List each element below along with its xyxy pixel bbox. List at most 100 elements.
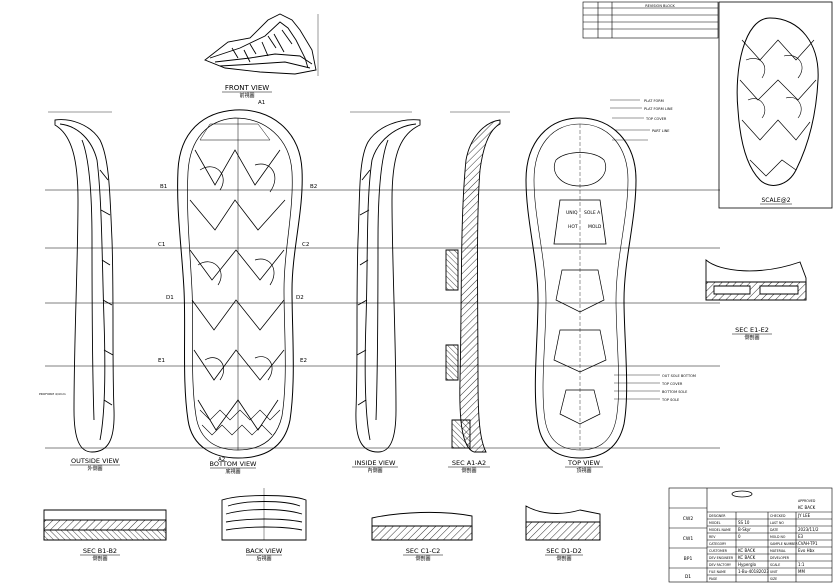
title-block-col1-values: SS 10 B-Skyr 0 KC BACK KC BACK Hyperglo … <box>738 520 769 574</box>
callout-1: PLAT FORM <box>644 99 664 103</box>
callout-4: PART LINE <box>652 129 670 133</box>
callout-7: BOTTOM SOLE <box>662 390 687 394</box>
section-mark-e1: E1 <box>158 358 165 364</box>
title-block-col2-labels: CHECKED LAST NO DATE MOLD NO SAMPLE NUMB… <box>770 514 798 574</box>
tb-value-material: Evo Hbx <box>798 548 815 553</box>
tb-value-file-name: 1-Bu-40182023 <box>738 569 769 574</box>
tb-label-mold-no: MOLD NO <box>770 535 786 539</box>
outside-view-note: PROFORM 4/4mm <box>39 392 66 396</box>
section-mark-b2: B2 <box>310 184 317 190</box>
tb-label-material: MATERIAL <box>770 549 786 553</box>
tb-value-mold-no: E3 <box>798 534 804 539</box>
callout-3: TOP COVER <box>645 117 667 121</box>
top-view-drawing <box>525 99 660 459</box>
title-block-revisions: CW2 CW1 BP1 D1 <box>683 516 694 580</box>
section-mark-d1: D1 <box>166 295 174 301</box>
tb-label-approved: APPROVED <box>798 499 816 503</box>
tb-label-designer: DESIGNER <box>709 514 726 518</box>
inside-view-title: INSIDE VIEW <box>355 459 396 467</box>
top-view-mold-d: MOLD <box>588 224 602 230</box>
title-block-col2-values: JY LEE 2023/11/2 E3 CVAH-TP1 Evo Hbx 1:1… <box>797 513 819 574</box>
tb-label-last-no: LAST NO <box>770 521 784 525</box>
tb-value-checked: JY LEE <box>797 513 811 518</box>
section-mark-a2: A2 <box>218 457 225 463</box>
rev-d1: D1 <box>685 574 691 580</box>
sec-e1e2-title-cn: 側剖圖 <box>744 334 759 341</box>
bottom-view-title-cn: 底視圖 <box>225 468 240 475</box>
section-mark-c2: C2 <box>302 242 309 248</box>
front-view-title: FRONT VIEW <box>225 84 269 92</box>
revision-table-header: REVISION BLOCK <box>645 4 675 8</box>
title-block <box>668 487 833 583</box>
tb-label-customer: CUSTOMER <box>709 549 728 553</box>
outside-view-drawing <box>48 111 115 453</box>
top-view-title: TOP VIEW <box>567 459 601 467</box>
sec-e1e2-title: SEC E1-E2 <box>735 326 769 334</box>
top-view-callouts: PLAT FORM PLAT FORM LINE TOP COVER PART … <box>644 99 696 402</box>
top-view-title-cn: 頂視圖 <box>576 467 591 474</box>
tb-value-sample-number: CVAH-TP1 <box>798 541 818 546</box>
tb-value-rev: 0 <box>738 534 741 539</box>
sec-e1e2-drawing <box>705 259 807 301</box>
callout-8: TOP SOLE <box>661 398 679 402</box>
sec-d1d2-title-cn: 側剖圖 <box>556 555 571 562</box>
revision-table: REVISION BLOCK <box>582 1 719 39</box>
tb-value-approved: KC BACK <box>798 505 816 510</box>
tb-label-checked: CHECKED <box>770 514 786 518</box>
back-view-drawing <box>221 488 307 541</box>
section-mark-d2: D2 <box>296 295 304 301</box>
back-view-title: BACK VIEW <box>246 547 283 555</box>
sec-b1b2-title: SEC B1-B2 <box>83 547 117 555</box>
sec-b1b2-title-cn: 側剖圖 <box>92 555 107 562</box>
back-view-title-cn: 后視圖 <box>256 555 271 562</box>
tb-label-rev: REV <box>709 535 716 539</box>
section-mark-e2: E2 <box>300 358 307 364</box>
tb-label-sample-number: SAMPLE NUMBER <box>770 542 798 546</box>
sec-c1c2-drawing <box>371 511 473 541</box>
front-view-drawing <box>204 13 319 76</box>
sec-d1d2-drawing <box>525 505 601 541</box>
tb-label-dev-factory: DEV FACTORY <box>709 563 731 567</box>
tb-label-date: DATE <box>770 528 778 532</box>
rev-cw2: CW2 <box>683 516 694 522</box>
sec-a1a2-drawing <box>445 111 510 453</box>
tb-value-customer: KC BACK <box>738 548 756 553</box>
front-view-title-cn: 前視圖 <box>239 92 254 99</box>
tb-label-model: MODEL <box>709 521 721 525</box>
callout-6: TOP COVER <box>661 382 683 386</box>
inside-view-title-cn: 內側圖 <box>367 467 382 474</box>
sec-b1b2-drawing <box>43 509 167 541</box>
outside-view-title: OUTSIDE VIEW <box>71 457 120 465</box>
tb-value-model-name: B-Skyr <box>738 527 751 532</box>
sec-c1c2-title: SEC C1-C2 <box>406 547 441 555</box>
section-mark-b1: B1 <box>160 184 167 190</box>
top-view-mold-a: UNIQ <box>566 210 578 216</box>
sec-d1d2-title: SEC D1-D2 <box>546 547 581 555</box>
section-mark-a1: A1 <box>258 100 265 106</box>
tb-label-developer: DEVELOPER <box>770 556 790 560</box>
top-view-mold-b: SOLE A <box>584 210 601 216</box>
tb-value-model: SS 10 <box>738 520 750 525</box>
tb-label-category: CATEGORY <box>709 542 726 546</box>
scale-detail-box <box>718 1 833 209</box>
section-lines <box>45 189 720 449</box>
inside-view-drawing <box>350 111 421 453</box>
tb-label-file-name: FILE NAME <box>709 570 726 574</box>
title-block-col1-labels: DESIGNER MODEL MODEL NAME REV CATEGORY C… <box>709 514 734 574</box>
callout-5: OUT SOLE BOTTOM <box>662 374 696 378</box>
section-mark-c1: C1 <box>158 242 165 248</box>
tb-value-dev-engineer: KC BACK <box>738 555 756 560</box>
tb-label-model-name: MODEL NAME <box>709 528 731 532</box>
bottom-view-title: BOTTOM VIEW <box>210 460 258 468</box>
tb-value-date: 2023/11/2 <box>798 527 819 532</box>
callout-2: PLAT FORM LINE <box>644 107 673 111</box>
top-view-mold-c: HOT <box>568 224 578 230</box>
tb-value-unit: MM <box>798 569 805 574</box>
bottom-view-drawing <box>177 109 303 459</box>
sec-c1c2-title-cn: 側剖圖 <box>415 555 430 562</box>
rev-bp1: BP1 <box>684 556 693 562</box>
sec-a1a2-title: SEC A1-A2 <box>452 459 486 467</box>
tb-label-size: SIZE <box>770 577 777 581</box>
